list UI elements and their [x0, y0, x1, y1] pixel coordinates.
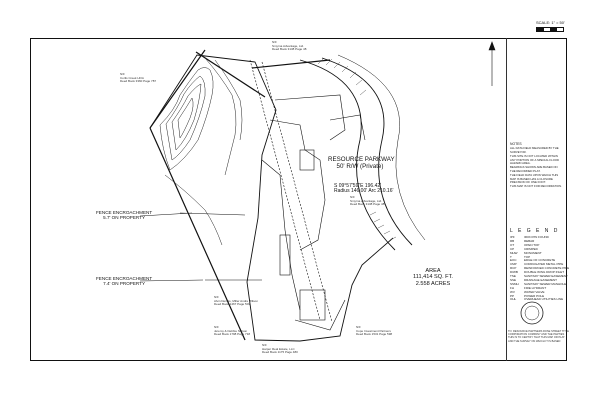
legend-description: OVERHEAD UTILITIES LINE [524, 297, 564, 302]
legend-description: CORRUGATED METAL PIPE [524, 262, 564, 267]
certification-block: TO: RESOURCE PARTNERS ROSE STREET TITLE … [508, 330, 570, 343]
surveyor-seal [520, 301, 544, 325]
legend-code: IPF [510, 235, 515, 239]
area-label: AREA 111,414 SQ. FT. 2.558 ACRES [413, 268, 453, 287]
legend-description: REBAR [524, 238, 535, 243]
legend-row: RB REBAR [510, 238, 535, 243]
legend-description: CRIMPED [524, 246, 538, 251]
legend-description: REINFORCED CONCRETE PIPE [524, 266, 570, 271]
scale-label: SCALE: 1" = 50' [536, 20, 565, 25]
property-boundary [149, 54, 426, 342]
legend-row: FH FIRE HYDRANT [510, 285, 547, 290]
legend-code: EOC [510, 258, 517, 263]
legend-code: TSE [510, 274, 516, 278]
legend-code: CP [510, 246, 515, 251]
legend-code: PP [510, 293, 515, 298]
legend-row: OT OPEN TOP [510, 242, 540, 247]
legend-code: MHW [510, 250, 518, 255]
fence-encroachment-2: FENCE ENCROACHMENT 7.4' ON PROPERTY [96, 276, 153, 287]
general-notes: NOTES ALL DATA FIELD MEASURED BY THE SUR… [510, 142, 562, 189]
legend-row: T TOP [510, 254, 531, 259]
legend-row: PP POWER POLE [510, 293, 545, 298]
curve-data-label: S 09°57'59"E 196.42' Radius 146.00' Arc … [334, 183, 394, 195]
legend-description: OPEN TOP [524, 242, 540, 247]
legend-description: WATER VALVE [524, 289, 545, 294]
legend-code: CMP [510, 262, 517, 267]
legend-code: FH [510, 285, 514, 290]
road-hatching [317, 57, 397, 241]
legend-row: CMP CORRUGATED METAL PIPE [510, 262, 564, 267]
legend-row: WV WATER VALVE [510, 289, 545, 294]
legend-code: SSE [510, 277, 517, 282]
scale-bar [536, 27, 564, 32]
legend-title: L E G E N D [510, 228, 560, 234]
legend-code: RCP [510, 266, 517, 271]
notes-title: NOTES [510, 142, 522, 146]
legend-row: CP CRIMPED [510, 246, 538, 251]
legend-row: MHW MONUMENT [510, 250, 542, 255]
legend-row: OHL OVERHEAD UTILITIES LINE [510, 297, 564, 302]
legend-description: IRON PIN FOUND [524, 235, 549, 239]
drawing-border [30, 38, 567, 361]
legend-row: RCP REINFORCED CONCRETE PIPE [510, 266, 570, 271]
legend-code: WV [510, 289, 515, 294]
legend-code: OT [510, 242, 515, 247]
title-block-divider [506, 38, 507, 361]
legend-description: EDGE OF CONCRETE [524, 258, 556, 263]
adjoining-parcel-lines [149, 49, 331, 341]
legend-row: SSE DRAINAGE EASEMENT [510, 277, 558, 282]
legend-row: EOC EDGE OF CONCRETE [510, 258, 556, 263]
contour-area [159, 57, 243, 246]
legend-code: DIWB [510, 270, 518, 275]
legend-code: RB [510, 238, 515, 243]
fence-leaders [139, 212, 204, 282]
legend-description: POWER POLE [524, 293, 545, 298]
legend-description: SANITARY SEWER EASEMENT [524, 274, 568, 278]
legend-row: SSMH SANITARY SEWER MANHOLE [510, 281, 567, 286]
legend-description: DRAINAGE EASEMENT [524, 277, 558, 282]
legend-description: SANITARY SEWER MANHOLE [524, 281, 567, 286]
north-arrow [488, 41, 496, 86]
legend-description: TOP [524, 254, 531, 259]
legend-row: DIWB DOUBLE WING DROP INLET [510, 270, 565, 275]
legend-code: T [510, 254, 512, 259]
legend-code: SSMH [510, 281, 519, 286]
fence-encroachment-1: FENCE ENCROACHMENT 5.7' ON PROPERTY [96, 210, 153, 221]
legend-description: DOUBLE WING DROP INLET [524, 270, 565, 275]
legend-description: FIRE HYDRANT [524, 285, 547, 290]
legend-row: TSE SANITARY SEWER EASEMENT [510, 274, 568, 278]
legend-row: IPF IRON PIN FOUND [510, 235, 549, 239]
site-improvements [179, 59, 366, 331]
legend-description: MONUMENT [524, 250, 542, 255]
road-name-label: RESOURCE PARKWAY 50' R/W (Private) [328, 156, 395, 170]
legend-code: OHL [510, 297, 517, 302]
